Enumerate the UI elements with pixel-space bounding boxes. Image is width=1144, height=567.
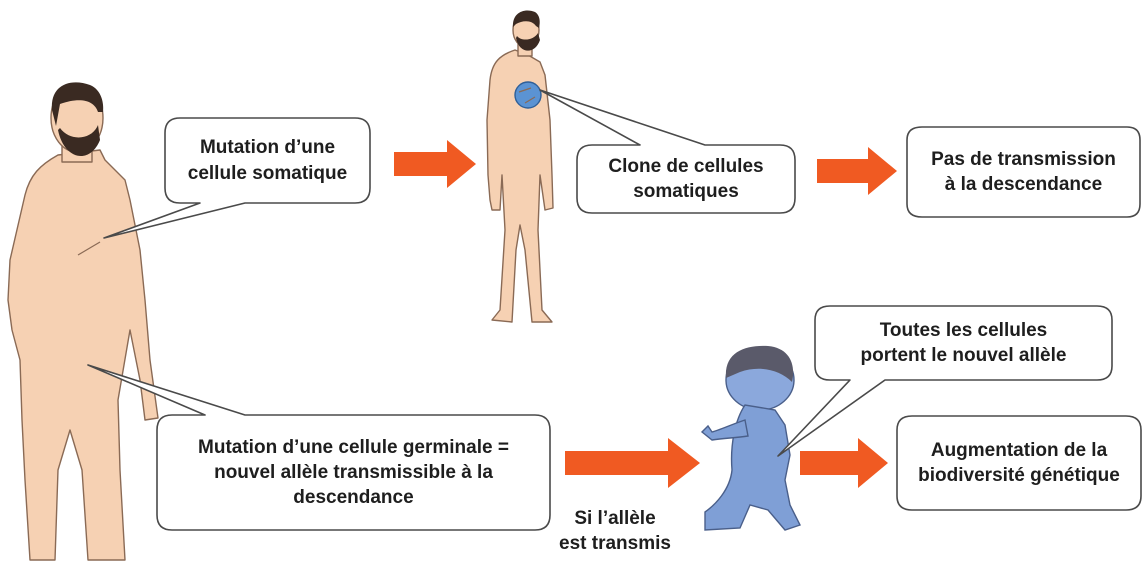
baby-arm <box>702 420 748 440</box>
text-all-cells: Toutes les cellules portent le nouvel al… <box>815 306 1112 380</box>
arrow-label-transmitted: Si l’allèle est transmis <box>550 499 680 563</box>
cell-clone-icon <box>515 82 541 108</box>
text-biodiversity: Augmentation de la biodiversité génétiqu… <box>897 416 1141 510</box>
baby-body <box>705 405 800 530</box>
arrow-3 <box>565 438 700 488</box>
arrow-2 <box>817 147 897 195</box>
man-with-clone-icon <box>487 11 553 322</box>
arrow-4 <box>800 438 888 488</box>
adult-man-icon <box>8 82 158 560</box>
text-germinal-mutation: Mutation d’une cellule germinale = nouve… <box>157 415 550 530</box>
arrow-1 <box>394 140 476 188</box>
text-no-transmission: Pas de transmission à la descendance <box>907 127 1140 217</box>
text-somatic-mutation: Mutation d’une cellule somatique <box>165 118 370 203</box>
baby-icon <box>702 346 800 530</box>
text-clone: Clone de cellules somatiques <box>577 145 795 213</box>
